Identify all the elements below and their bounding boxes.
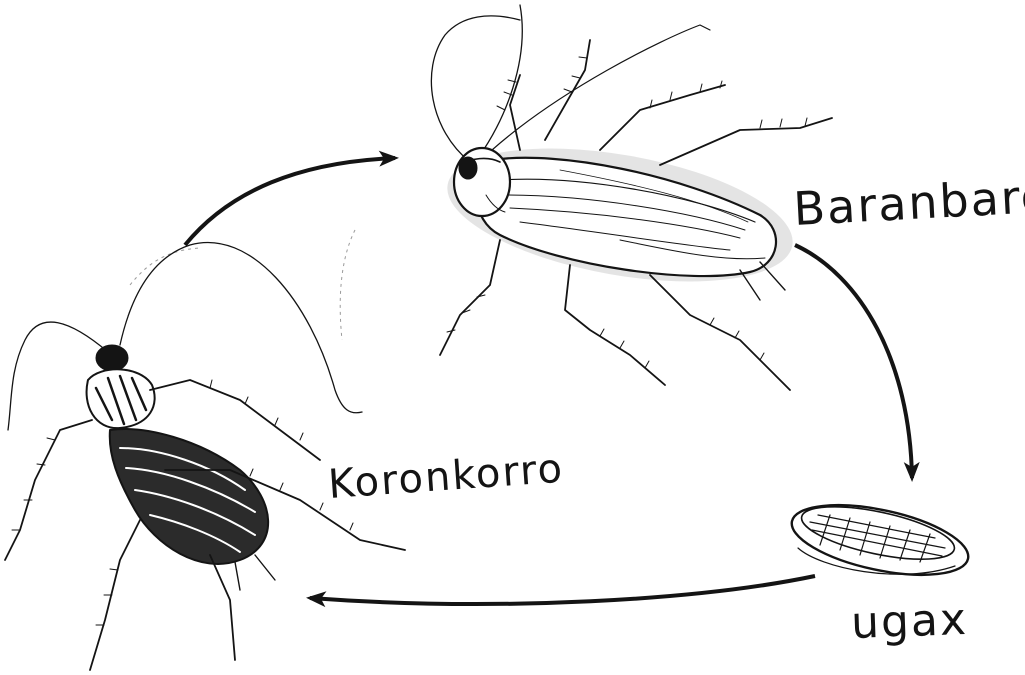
nymph-cockroach-drawing bbox=[5, 242, 405, 670]
arrow-nymph-to-adult bbox=[185, 158, 395, 245]
arrow-egg-to-nymph bbox=[310, 576, 815, 604]
egg-case-ootheca-drawing bbox=[786, 492, 975, 588]
egg-case-stage-label: ugax bbox=[850, 594, 969, 649]
arrow-adult-to-egg bbox=[795, 245, 912, 478]
sketch-guide-lines bbox=[130, 230, 355, 340]
adult-cockroach-drawing bbox=[431, 5, 832, 390]
